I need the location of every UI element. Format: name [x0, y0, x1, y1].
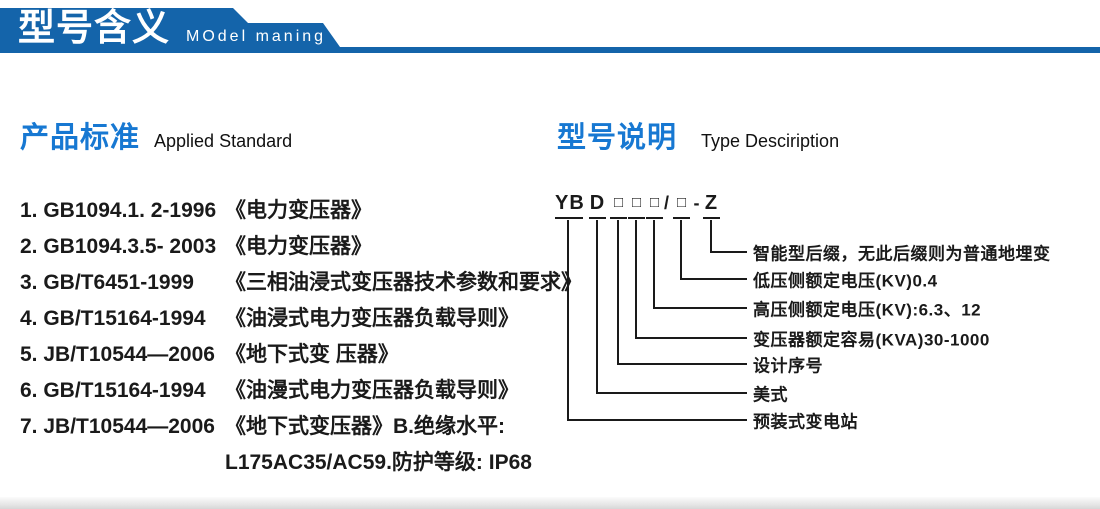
- model-code-token-box3: □: [646, 190, 663, 219]
- standard-item: 5. JB/T10544—2006 《地下式变 压器》: [20, 337, 565, 373]
- model-code-token-box4: □: [673, 190, 690, 219]
- standard-item: 6. GB/T15164-1994 《油漫式电力变压器负载导则》: [20, 373, 565, 409]
- standards-list: 1. GB1094.1. 2-1996 《电力变压器》 2. GB1094.3.…: [20, 193, 582, 481]
- connector-line-box3: [653, 220, 747, 309]
- applied-standard-heading: 产品标准 Applied Standard: [20, 114, 292, 156]
- standard-code: 4. GB/T15164-1994: [20, 307, 206, 330]
- model-code-token-z: Z: [703, 190, 720, 219]
- model-code-slash: /: [663, 193, 669, 213]
- code-label-hv-voltage: 高压侧额定电压(KV):6.3、12: [753, 300, 982, 320]
- connector-line-box4: [680, 220, 747, 280]
- type-description-heading-en: Type Desciription: [701, 131, 840, 151]
- standard-desc: 《地下式变压器》B.绝缘水平:: [225, 415, 505, 438]
- model-code-token-yb: YB: [555, 190, 584, 219]
- model-code-dash: -: [693, 193, 700, 213]
- code-label-prefab-substation: 预装式变电站: [753, 412, 858, 432]
- code-label-design-serial: 设计序号: [753, 356, 823, 376]
- footer-bar: [0, 497, 1100, 509]
- standard-code: 2. GB1094.3.5- 2003: [20, 235, 217, 258]
- standard-desc: 《地下式变 压器》: [225, 343, 399, 366]
- connector-line-box1: [617, 220, 747, 365]
- model-code-token-box2: □: [628, 190, 645, 219]
- standard-item: 7. JB/T10544—2006 《地下式变压器》B.绝缘水平:: [20, 409, 565, 445]
- type-description-heading-cn: 型号说明: [557, 122, 678, 154]
- applied-standard-heading-en: Applied Standard: [154, 131, 293, 151]
- standard-continuation: L175AC35/AC59.防护等级: IP68: [225, 451, 532, 474]
- code-label-lv-voltage: 低压侧额定电压(KV)0.4: [753, 271, 938, 291]
- standard-code: 3. GB/T6451-1999: [20, 271, 194, 294]
- standard-desc: 《电力变压器》: [225, 199, 372, 222]
- applied-standard-heading-cn: 产品标准: [20, 122, 141, 154]
- model-code-token-box1: □: [610, 190, 627, 219]
- standard-item-continuation: L175AC35/AC59.防护等级: IP68: [20, 445, 565, 481]
- standard-code: 5. JB/T10544—2006: [20, 343, 215, 366]
- page-subtitle: MOdel maning: [186, 28, 327, 45]
- standard-code: 6. GB/T15164-1994: [20, 379, 206, 402]
- type-description-heading: 型号说明 Type Desciription: [557, 114, 839, 156]
- banner-shape: [0, 8, 1100, 53]
- connector-line-box2: [635, 220, 747, 339]
- model-code-token-d: D: [589, 190, 606, 219]
- standard-item: 2. GB1094.3.5- 2003 《电力变压器》: [20, 229, 565, 265]
- standard-desc: 《电力变压器》: [225, 235, 372, 258]
- banner-polygon: [0, 8, 1100, 53]
- standard-code: 1. GB1094.1. 2-1996: [20, 199, 217, 222]
- standard-desc: 《三相油浸式变压器技术参数和要求》: [225, 271, 582, 294]
- standard-item: 4. GB/T15164-1994 《油浸式电力变压器负载导则》: [20, 301, 565, 337]
- connector-line-yb: [567, 220, 747, 421]
- standard-item: 1. GB1094.1. 2-1996 《电力变压器》: [20, 193, 565, 229]
- connector-line-z: [710, 220, 747, 253]
- connector-lines: [567, 220, 747, 421]
- page-title: 型号含义: [18, 7, 170, 48]
- standard-desc: 《油漫式电力变压器负载导则》: [225, 379, 519, 402]
- code-label-american-style: 美式: [753, 385, 788, 405]
- standard-desc: 《油浸式电力变压器负载导则》: [225, 307, 519, 330]
- code-label-rated-capacity: 变压器额定容易(KVA)30-1000: [753, 330, 990, 350]
- connector-line-d: [596, 220, 747, 394]
- code-label-suffix: 智能型后缀，无此后缀则为普通地埋变: [753, 244, 1051, 264]
- model-code-diagram: YB D □ □ □ / □ - Z 智能型后缀，无此后缀则为普通地埋变 低压侧…: [550, 190, 1098, 452]
- standard-item: 3. GB/T6451-1999 《三相油浸式变压器技术参数和要求》: [20, 265, 582, 301]
- standard-code: 7. JB/T10544—2006: [20, 415, 215, 438]
- standard-code-empty: [20, 445, 225, 481]
